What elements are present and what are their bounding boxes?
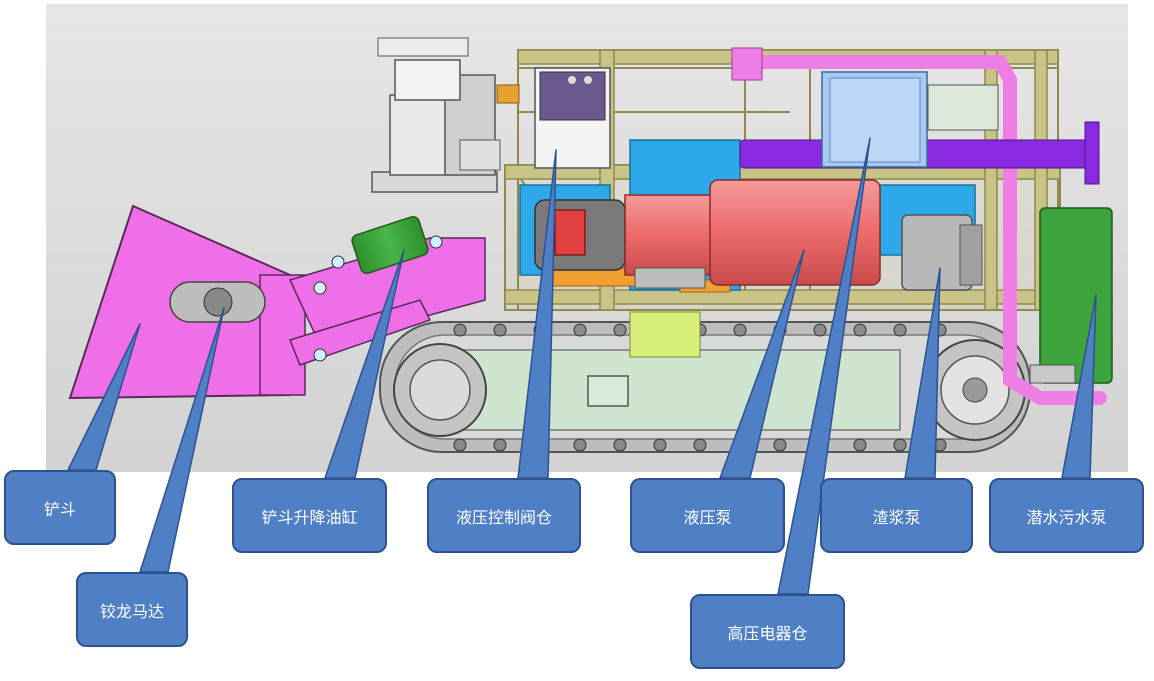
- callout-submersible-pump: 潜水污水泵: [989, 478, 1144, 553]
- callout-slurry-pump: 渣浆泵: [820, 478, 973, 553]
- hydraulic-pump-body: [534, 179, 881, 289]
- callout-label: 液压控制阀仓: [455, 507, 552, 527]
- callout-label: 铲斗: [43, 499, 76, 519]
- auger-drive-unit: [371, 37, 520, 193]
- callout-shovel: 铲斗: [4, 470, 116, 545]
- callout-auger-motor: 铰龙马达: [76, 572, 188, 647]
- callout-label: 液压泵: [683, 507, 732, 527]
- shovel-body: [68, 204, 486, 400]
- callout-label: 铰龙马达: [99, 601, 164, 621]
- callout-pointers: [67, 137, 1097, 595]
- slurry-pipe: [733, 55, 1107, 405]
- callout-shovel-cylinder: 铲斗升降油缸: [232, 478, 387, 553]
- submersible-pump-body: [1039, 207, 1113, 384]
- machine-illustration: [68, 37, 1113, 453]
- callout-label: 潜水污水泵: [1026, 507, 1107, 527]
- shovel-cylinder-body: [351, 215, 429, 275]
- callout-label: 高压电器仓: [727, 623, 808, 643]
- callout-hydraulic-pump: 液压泵: [630, 478, 785, 553]
- callout-label: 渣浆泵: [872, 507, 921, 527]
- callout-label: 铲斗升降油缸: [261, 507, 358, 527]
- callout-valve-chamber: 液压控制阀仓: [427, 478, 581, 553]
- callout-hv-electric-chamber: 高压电器仓: [690, 594, 845, 669]
